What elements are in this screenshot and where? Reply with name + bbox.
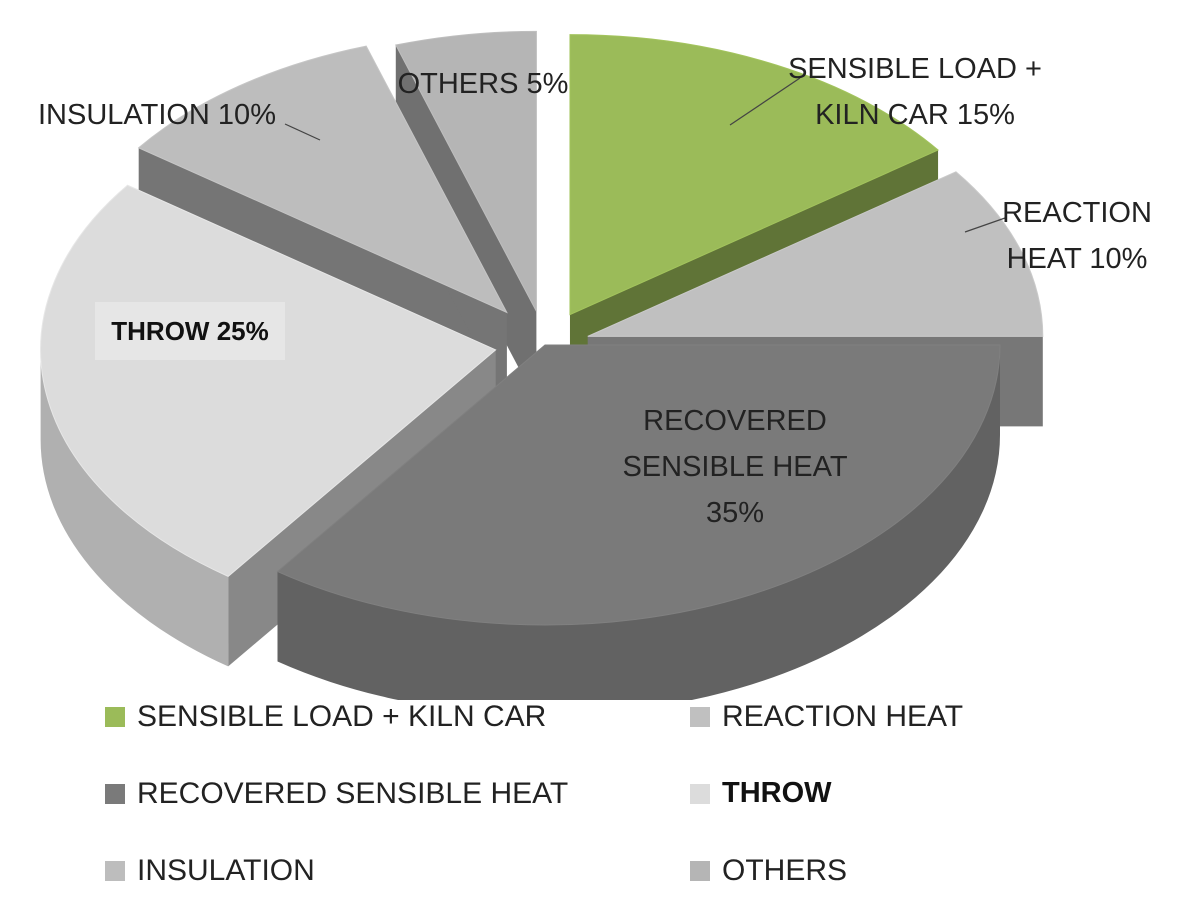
- legend-item-reaction-heat: REACTION HEAT: [690, 700, 963, 734]
- legend-swatch: [105, 861, 125, 881]
- legend-swatch: [105, 707, 125, 727]
- data-label-line: HEAT 10%: [1007, 243, 1148, 275]
- legend-label: REACTION HEAT: [722, 700, 964, 733]
- data-label-line: REACTION: [1002, 197, 1152, 229]
- pie-slice-recovered-sensible-heat: [276, 344, 1001, 700]
- pie-chart-svg: SENSIBLE LOAD + KILN CAR 15% REACTION HEAT …: [38, 30, 1152, 700]
- legend-item-sensible-load-kiln-car: SENSIBLE LOAD + KILN CAR: [105, 700, 546, 734]
- leader-line-reaction-heat: [964, 217, 1006, 233]
- slice-top-others: [395, 30, 537, 312]
- legend-item-others: OTHERS: [690, 854, 847, 888]
- label-bg-throw: [95, 302, 285, 360]
- legend-label: INSULATION: [137, 854, 315, 887]
- leader-line-insulation: [284, 123, 321, 141]
- data-label-reaction-heat: REACTION HEAT 10%: [1002, 197, 1152, 275]
- data-label-recovered-sensible-heat: RECOVERED SENSIBLE HEAT 35%: [622, 405, 847, 529]
- slice-wall-recovered-sensible-heat-0: [277, 345, 1000, 700]
- data-label-others: OTHERS 5%: [398, 68, 569, 100]
- legend-label: THROW: [722, 777, 832, 809]
- slice-top-recovered-sensible-heat: [276, 344, 1001, 626]
- leader-line-sensible-load-kiln-car: [729, 77, 801, 126]
- data-label-insulation: INSULATION 10%: [38, 99, 276, 131]
- slice-wall-throw-0: [40, 349, 229, 667]
- legend-swatch: [690, 783, 710, 804]
- data-label-line: KILN CAR 15%: [815, 99, 1015, 131]
- slice-top-throw: [40, 184, 497, 577]
- data-label-line: 35%: [706, 497, 764, 529]
- legend-item-throw: THROW: [690, 777, 832, 810]
- slice-top-sensible-load-kiln-car: [569, 34, 940, 316]
- data-label-line: SENSIBLE LOAD +: [788, 53, 1042, 85]
- data-label-sensible-load-kiln-car: SENSIBLE LOAD + KILN CAR 15%: [788, 53, 1042, 131]
- slice-top-reaction-heat: [587, 171, 1044, 337]
- legend-swatch: [690, 707, 710, 727]
- data-label-line: OTHERS 5%: [398, 68, 569, 100]
- data-label-line: INSULATION 10%: [38, 99, 276, 131]
- legend-item-insulation: INSULATION: [105, 854, 315, 888]
- data-label-line: SENSIBLE HEAT: [622, 451, 847, 483]
- legend-label: OTHERS: [722, 854, 848, 887]
- legend-swatch: [105, 784, 125, 804]
- legend-label: RECOVERED SENSIBLE HEAT: [137, 777, 569, 810]
- data-label-throw: THROW 25%: [111, 316, 268, 346]
- legend-swatch: [690, 861, 710, 881]
- data-label-line: RECOVERED: [643, 405, 827, 437]
- data-label-line: THROW 25%: [111, 316, 268, 346]
- legend-label: SENSIBLE LOAD + KILN CAR: [137, 700, 547, 733]
- legend-item-recovered-sensible-heat: RECOVERED SENSIBLE HEAT: [105, 777, 568, 811]
- slice-top-insulation: [137, 45, 508, 314]
